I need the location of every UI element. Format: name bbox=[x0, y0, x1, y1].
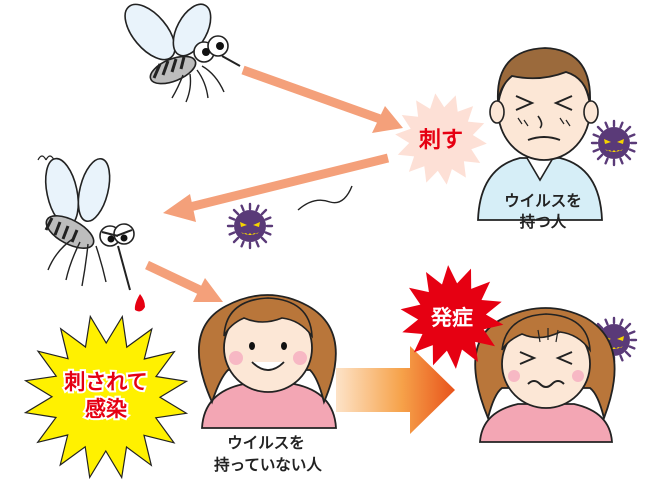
non-carrier-label-line2: 持っていない人 bbox=[214, 455, 322, 474]
onset-label: 発症 bbox=[430, 306, 473, 330]
blood-drop-icon bbox=[134, 294, 145, 312]
mosquito-icon bbox=[37, 155, 135, 291]
non-carrier-label-line1: ウイルスを bbox=[227, 434, 305, 452]
infected-burst: 刺されて 感染 bbox=[23, 314, 189, 480]
arrow-mosquito-to-carrier bbox=[241, 65, 403, 133]
arrow-infection-to-onset bbox=[336, 346, 455, 434]
sting-label: 刺す bbox=[419, 128, 463, 153]
sick-woman bbox=[474, 307, 616, 443]
virus-icon bbox=[590, 119, 638, 167]
carrier-label-line2: 持つ人 bbox=[520, 212, 567, 231]
virus-trail-line bbox=[297, 185, 353, 211]
sting-burst: 刺す bbox=[395, 93, 487, 185]
virus-icon bbox=[226, 202, 274, 250]
mosquito-icon bbox=[124, 3, 241, 103]
stung-label-line2: 感染 bbox=[85, 397, 127, 421]
onset-burst: 発症 bbox=[400, 265, 504, 369]
virus-carrier-man bbox=[477, 47, 603, 221]
non-carrier-woman bbox=[198, 294, 337, 429]
arrow-carrier-to-mosquito bbox=[163, 153, 390, 222]
stung-label-line1: 刺されて bbox=[64, 370, 147, 394]
carrier-label-line1: ウイルスを bbox=[504, 192, 582, 210]
arrow-mosquito-to-woman bbox=[145, 260, 223, 302]
